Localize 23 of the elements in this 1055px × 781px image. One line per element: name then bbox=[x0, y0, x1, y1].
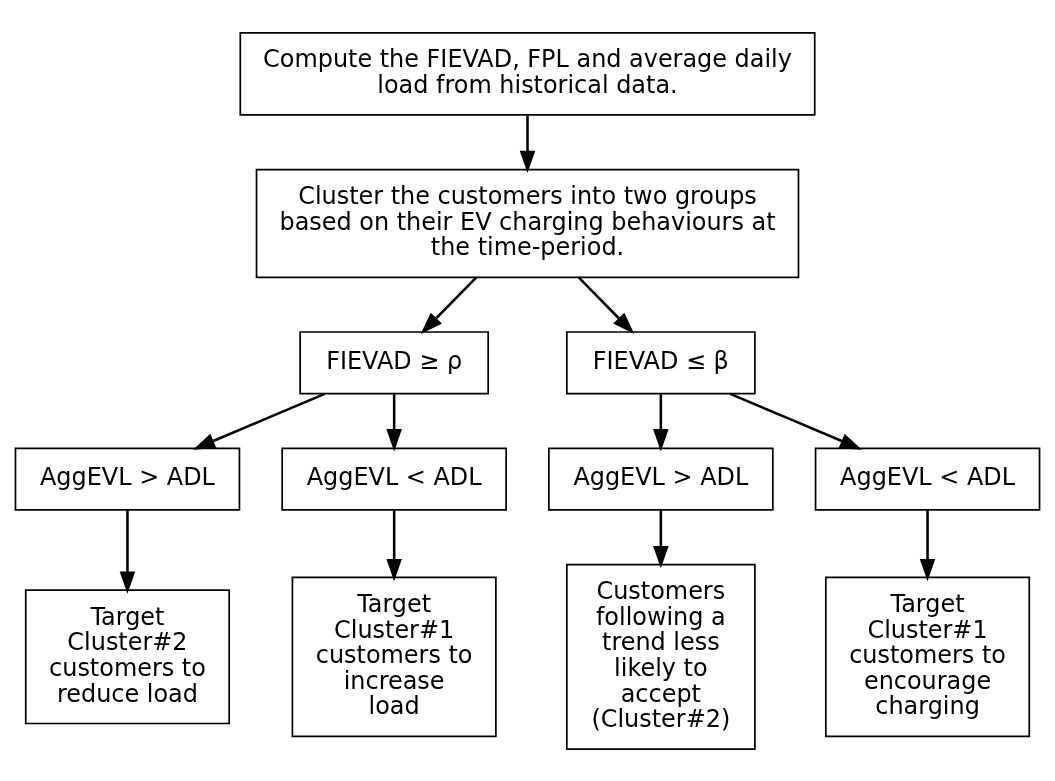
node-box: FIEVAD ≤ β bbox=[565, 330, 756, 394]
node-box: AggEVL > ADL bbox=[14, 446, 241, 511]
arrow bbox=[119, 509, 136, 594]
arrow bbox=[653, 393, 669, 451]
node-box: Customers following a trend less likely to accept (Cluster#2) bbox=[565, 563, 756, 750]
node-box: Target Cluster#1 customers to encourage charging bbox=[824, 576, 1031, 737]
arrow bbox=[386, 509, 402, 581]
arrow bbox=[729, 392, 863, 450]
node-box: AggEVL < ADL bbox=[281, 446, 507, 511]
node-box: Compute the FIEVAD, FPL and average daily load from historical data. bbox=[239, 31, 816, 116]
node-box: AggEVL > ADL bbox=[548, 446, 774, 511]
node-box: Cluster the customers into two groups based on their EV charging behaviours at the time-period. bbox=[255, 168, 800, 278]
arrow bbox=[519, 115, 536, 173]
arrow bbox=[192, 392, 326, 450]
arrow bbox=[577, 275, 635, 334]
arrow bbox=[919, 509, 936, 581]
node-box: Target Cluster#2 customers to reduce load bbox=[24, 588, 231, 724]
arrow bbox=[420, 275, 478, 334]
arrow bbox=[653, 509, 669, 568]
node-box: AggEVL < ADL bbox=[814, 446, 1041, 511]
node-box: Target Cluster#1 customers to increase load bbox=[291, 576, 497, 737]
node-box: FIEVAD ≥ ρ bbox=[299, 330, 490, 394]
arrow bbox=[386, 393, 402, 451]
